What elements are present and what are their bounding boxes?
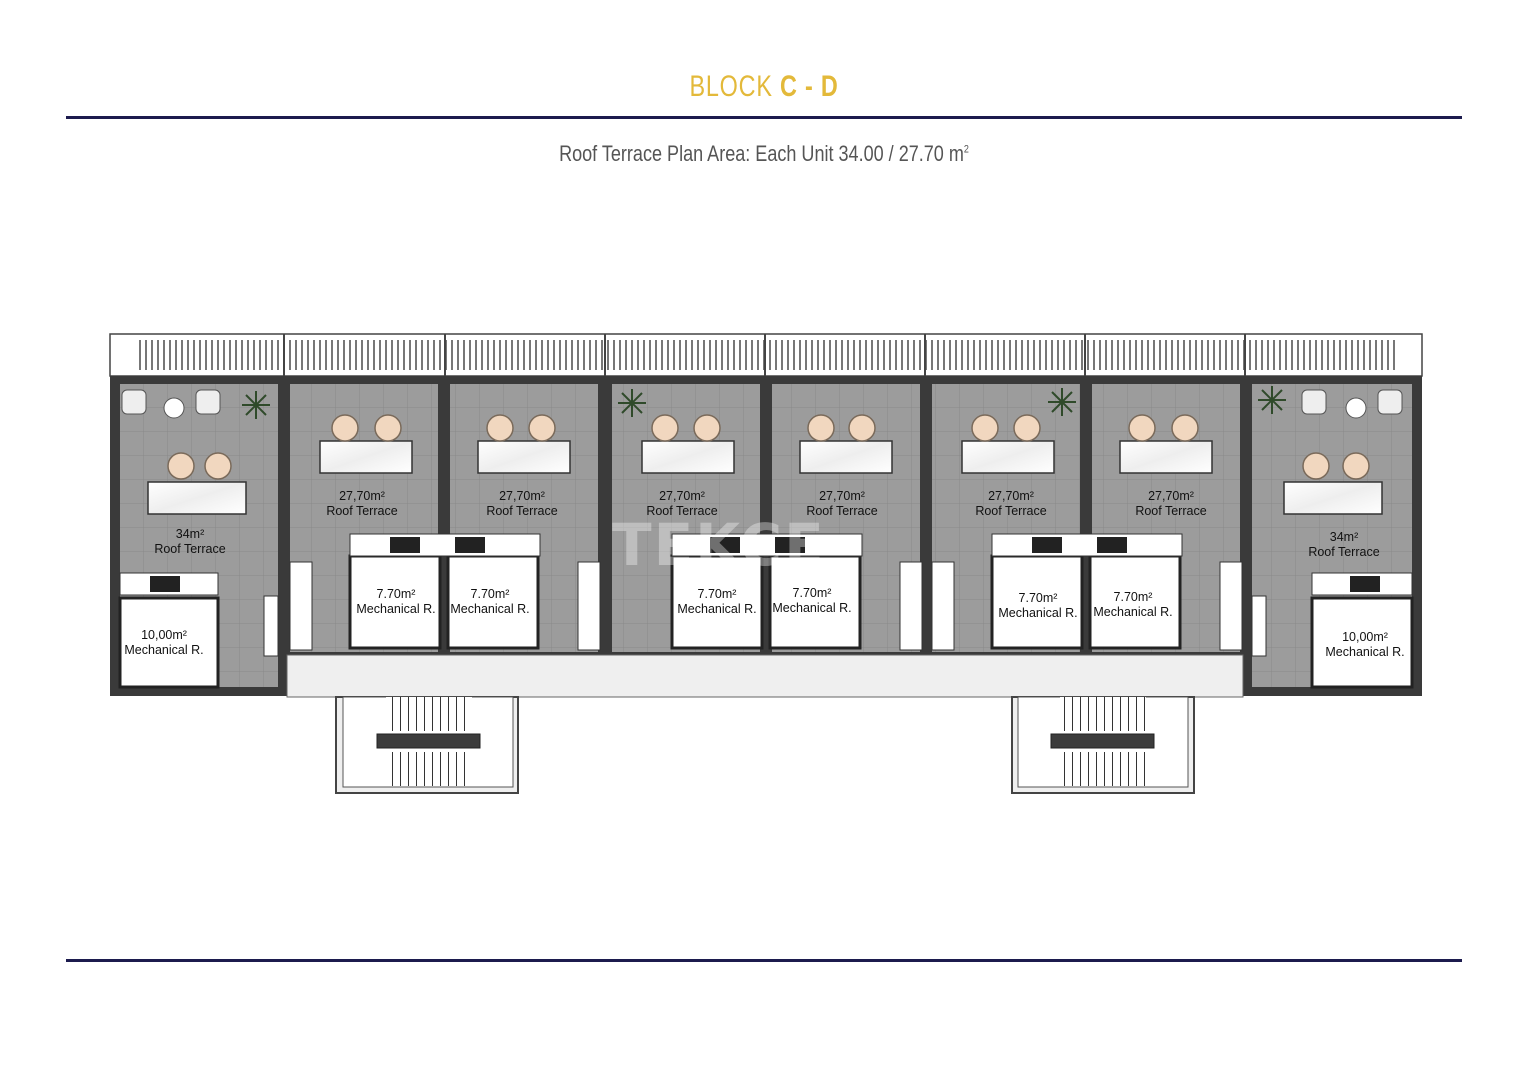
terrace-label-2: Roof Terrace (326, 504, 397, 518)
terrace-area-2: 27,70m² (339, 489, 385, 503)
mech-label-1: Mechanical R. (124, 643, 203, 657)
terrace-label-1: Roof Terrace (154, 542, 225, 556)
terrace-area-8: 34m² (1330, 530, 1358, 544)
mech-area-8: 10,00m² (1342, 630, 1388, 644)
terrace-label-4: Roof Terrace (646, 504, 717, 518)
terrace-label-6: Roof Terrace (975, 504, 1046, 518)
mech-label-6: Mechanical R. (998, 606, 1077, 620)
stairwell-right (1011, 696, 1195, 794)
mech-area-4: 7.70m² (698, 587, 737, 601)
terrace-area-6: 27,70m² (988, 489, 1034, 503)
mech-label-5: Mechanical R. (772, 601, 851, 615)
mech-label-2: Mechanical R. (356, 602, 435, 616)
mech-area-3: 7.70m² (471, 587, 510, 601)
mech-label-7: Mechanical R. (1093, 605, 1172, 619)
mech-area-1: 10,00m² (141, 628, 187, 642)
terrace-area-7: 27,70m² (1148, 489, 1194, 503)
watermark: TEKCE (612, 511, 826, 579)
mech-label-8: Mechanical R. (1325, 645, 1404, 659)
terrace-label-8: Roof Terrace (1308, 545, 1379, 559)
mech-area-7: 7.70m² (1114, 590, 1153, 604)
terrace-label-7: Roof Terrace (1135, 504, 1206, 518)
bottom-divider (66, 959, 1462, 962)
mech-area-6: 7.70m² (1019, 591, 1058, 605)
terrace-label-3: Roof Terrace (486, 504, 557, 518)
page-subtitle: Roof Terrace Plan Area: Each Unit 34.00 … (559, 141, 969, 166)
terrace-area-4: 27,70m² (659, 489, 705, 503)
mech-label-3: Mechanical R. (450, 602, 529, 616)
mech-area-5: 7.70m² (793, 586, 832, 600)
stairwell-left (335, 696, 519, 794)
terrace-area-1: 34m² (176, 527, 204, 541)
terrace-area-5: 27,70m² (819, 489, 865, 503)
top-divider (66, 116, 1462, 119)
mech-area-2: 7.70m² (377, 587, 416, 601)
mech-label-4: Mechanical R. (677, 602, 756, 616)
page-title: BLOCK C - D (689, 70, 839, 103)
terrace-label-5: Roof Terrace (806, 504, 877, 518)
terrace-area-3: 27,70m² (499, 489, 545, 503)
